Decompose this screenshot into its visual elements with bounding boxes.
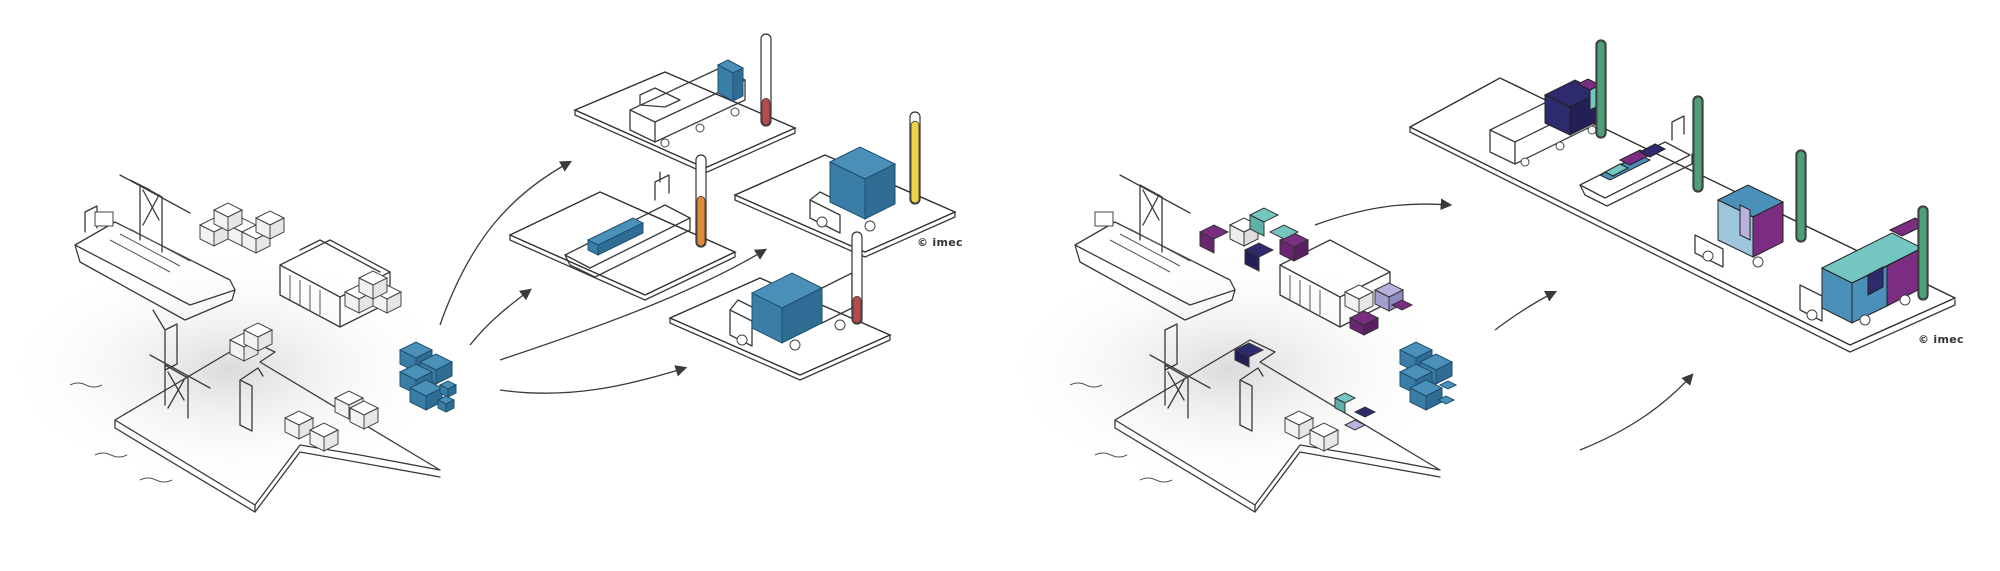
gantry-crane-icon: [119, 174, 191, 253]
fill-gauge: [909, 111, 921, 205]
fill-gauge: [1917, 205, 1929, 301]
delivery-van-icon: [1694, 184, 1785, 268]
gauge-fill-level: [1693, 96, 1703, 192]
train-icon: [629, 59, 746, 148]
gauge-fill-level: [696, 195, 706, 247]
right-shared-platform: [1408, 39, 1957, 353]
fill-gauge: [1692, 95, 1704, 193]
fill-gauge: [1595, 39, 1607, 139]
right-flow-arrows: [1314, 198, 1694, 451]
gauge-fill-level: [1596, 40, 1606, 138]
imec-credit-right: © imec: [1918, 333, 1964, 346]
left-flow-arrows: [439, 160, 768, 394]
left-truck-platform: [668, 231, 892, 381]
semi-truck-icon: [1799, 217, 1929, 326]
semi-truck-icon: [729, 272, 853, 351]
quay-crane-icon: [149, 309, 264, 432]
delivery-van-icon: [809, 146, 897, 234]
gauge-fill-level: [761, 98, 771, 126]
gauge-fill-level: [910, 120, 920, 204]
imec-credit-left: © imec: [917, 236, 963, 249]
container-ship-icon: [1579, 115, 1693, 207]
fill-gauge: [851, 231, 863, 325]
colored-container-stacks: [1198, 207, 1414, 431]
gauge-fill-level: [1796, 150, 1806, 242]
left-ship-platform: [508, 154, 737, 301]
left-van-platform: [733, 111, 957, 258]
gauge-fill-level: [1918, 206, 1928, 300]
left-destinations: [508, 33, 957, 381]
left-blue-cargo-pile: [398, 341, 458, 413]
right-port: [1000, 174, 1460, 513]
gauge-fill-level: [852, 295, 862, 324]
left-train-platform: [573, 33, 797, 174]
right-blue-cargo-pile: [1398, 341, 1458, 411]
fill-gauge: [695, 154, 707, 248]
container-ship-icon: [564, 171, 691, 278]
gantry-crane-icon: [1119, 174, 1191, 253]
fill-gauge: [1795, 149, 1807, 243]
quay-crane-icon: [1149, 323, 1264, 432]
fill-gauge: [760, 33, 772, 127]
left-port: [0, 174, 460, 513]
